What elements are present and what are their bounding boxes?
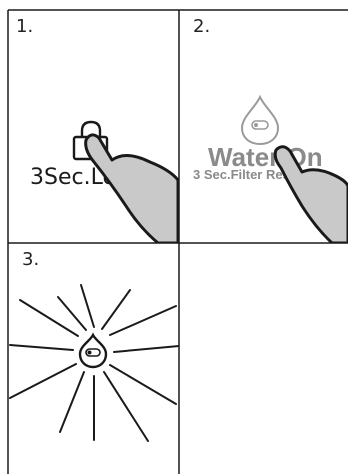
step-number-3: 3. <box>22 249 39 270</box>
panel-1: 1. 3Sec.Lock <box>16 16 178 243</box>
step-number-1: 1. <box>16 16 33 37</box>
panel-3: 3. <box>10 249 179 441</box>
water-drop-icon <box>80 335 106 367</box>
water-drop-icon <box>242 97 278 144</box>
step-number-2: 2. <box>193 16 210 37</box>
panel-2: 2. Water On 3 Sec.Filter Reset <box>193 16 348 243</box>
